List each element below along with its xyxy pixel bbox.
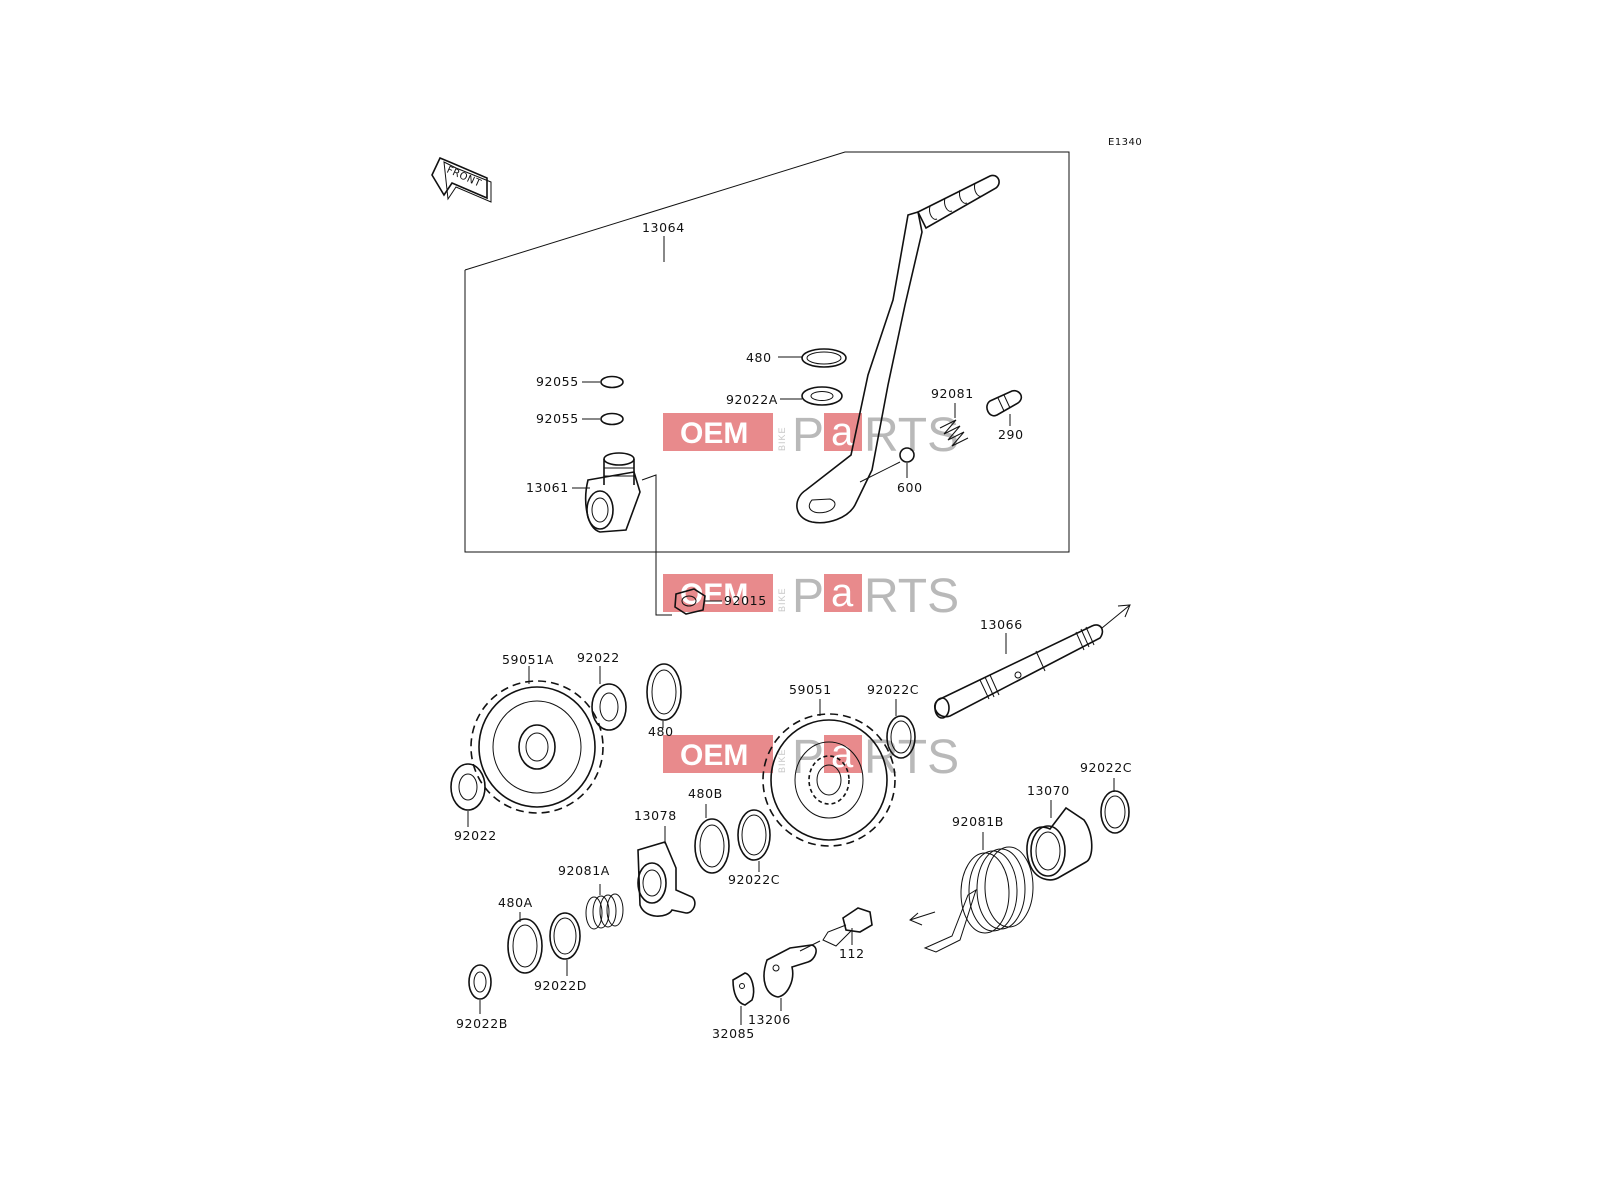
watermark-bike-text: BIKE bbox=[777, 426, 787, 451]
kick-shaft-icon bbox=[934, 604, 1131, 719]
part-label-480a: 480A bbox=[498, 895, 533, 910]
kick-pedal-lever bbox=[796, 174, 1000, 524]
circlip-icon bbox=[694, 818, 730, 874]
part-label-92081: 92081 bbox=[931, 386, 974, 401]
washer-icon bbox=[1100, 790, 1130, 834]
o-ring-icon bbox=[600, 412, 624, 426]
part-label-59051a: 59051A bbox=[502, 652, 554, 667]
part-label-13064: 13064 bbox=[642, 220, 685, 235]
pin-icon bbox=[986, 389, 1023, 426]
part-label-290: 290 bbox=[998, 427, 1024, 442]
watermark-a-text: a bbox=[831, 571, 854, 615]
watermark-rts-text: RTS bbox=[864, 731, 959, 784]
part-label-92055-a: 92055 bbox=[536, 374, 579, 389]
watermark-3: OEM BIKE P a RTS bbox=[663, 731, 959, 784]
part-label-112: 112 bbox=[839, 946, 865, 961]
part-label-92022-top: 92022 bbox=[577, 650, 620, 665]
washer-icon bbox=[549, 912, 581, 960]
gear-icon bbox=[470, 666, 604, 814]
part-label-92022c-mid: 92022C bbox=[728, 872, 780, 887]
part-label-13078: 13078 bbox=[634, 808, 677, 823]
watermark-bike-text: BIKE bbox=[777, 587, 787, 612]
circlip-icon bbox=[507, 918, 543, 974]
part-label-13070: 13070 bbox=[1027, 783, 1070, 798]
washer-icon bbox=[450, 763, 486, 811]
ball-icon bbox=[899, 447, 915, 463]
part-label-92022d: 92022D bbox=[534, 978, 587, 993]
washer-icon bbox=[591, 683, 627, 731]
kick-boss-icon bbox=[572, 452, 641, 533]
washer-icon bbox=[886, 715, 916, 759]
spring-icon bbox=[585, 884, 624, 930]
gear-icon bbox=[762, 699, 896, 847]
plate-icon bbox=[732, 972, 755, 1025]
watermark-a-text: a bbox=[831, 732, 854, 776]
assembly-outline bbox=[464, 151, 1070, 553]
circlip-icon bbox=[646, 663, 682, 721]
watermark-oem-text: OEM bbox=[680, 739, 748, 772]
part-label-92055-b: 92055 bbox=[536, 411, 579, 426]
stopper-icon bbox=[763, 944, 817, 1011]
part-label-59051: 59051 bbox=[789, 682, 832, 697]
part-label-480b: 480B bbox=[688, 786, 723, 801]
part-label-92015: 92015 bbox=[724, 593, 767, 608]
part-label-92022-left: 92022 bbox=[454, 828, 497, 843]
washer-icon bbox=[468, 964, 492, 1000]
watermark-2: OEM BIKE P a RTS bbox=[663, 570, 959, 623]
diagram-code: E1340 bbox=[1108, 137, 1142, 148]
part-label-480-top: 480 bbox=[648, 724, 674, 739]
part-label-13061: 13061 bbox=[526, 480, 569, 495]
spring-guide-icon bbox=[1026, 800, 1093, 881]
watermark-oem-text: OEM bbox=[680, 417, 748, 450]
ratchet-icon bbox=[637, 826, 696, 917]
watermark-p-text: P bbox=[792, 409, 824, 462]
part-label-480: 480 bbox=[746, 350, 772, 365]
part-label-13206: 13206 bbox=[748, 1012, 791, 1027]
front-arrow-icon: FRONT bbox=[431, 156, 492, 203]
part-label-32085: 32085 bbox=[712, 1026, 755, 1041]
part-label-92022b: 92022B bbox=[456, 1016, 508, 1031]
watermark-1: OEM BIKE P a RTS bbox=[663, 409, 959, 462]
part-label-92022a: 92022A bbox=[726, 392, 778, 407]
watermark-p-text: P bbox=[792, 570, 824, 623]
washer-icon bbox=[737, 809, 771, 861]
part-label-92081b: 92081B bbox=[952, 814, 1004, 829]
circlip-icon bbox=[801, 348, 847, 368]
o-ring-icon bbox=[600, 375, 624, 389]
part-label-92022c-top: 92022C bbox=[867, 682, 919, 697]
watermark-a-text: a bbox=[831, 410, 854, 454]
part-label-92022c-right: 92022C bbox=[1080, 760, 1132, 775]
spring-icon bbox=[939, 403, 969, 447]
torsion-spring-icon bbox=[909, 832, 1034, 953]
watermark-rts-text: RTS bbox=[864, 409, 959, 462]
nut-icon bbox=[674, 588, 706, 615]
watermark-rts-text: RTS bbox=[864, 570, 959, 623]
watermark-p-text: P bbox=[792, 731, 824, 784]
washer-icon bbox=[801, 386, 843, 406]
part-label-92081a: 92081A bbox=[558, 863, 610, 878]
watermark-bike-text: BIKE bbox=[777, 748, 787, 773]
part-label-600: 600 bbox=[897, 480, 923, 495]
part-label-13066: 13066 bbox=[980, 617, 1023, 632]
